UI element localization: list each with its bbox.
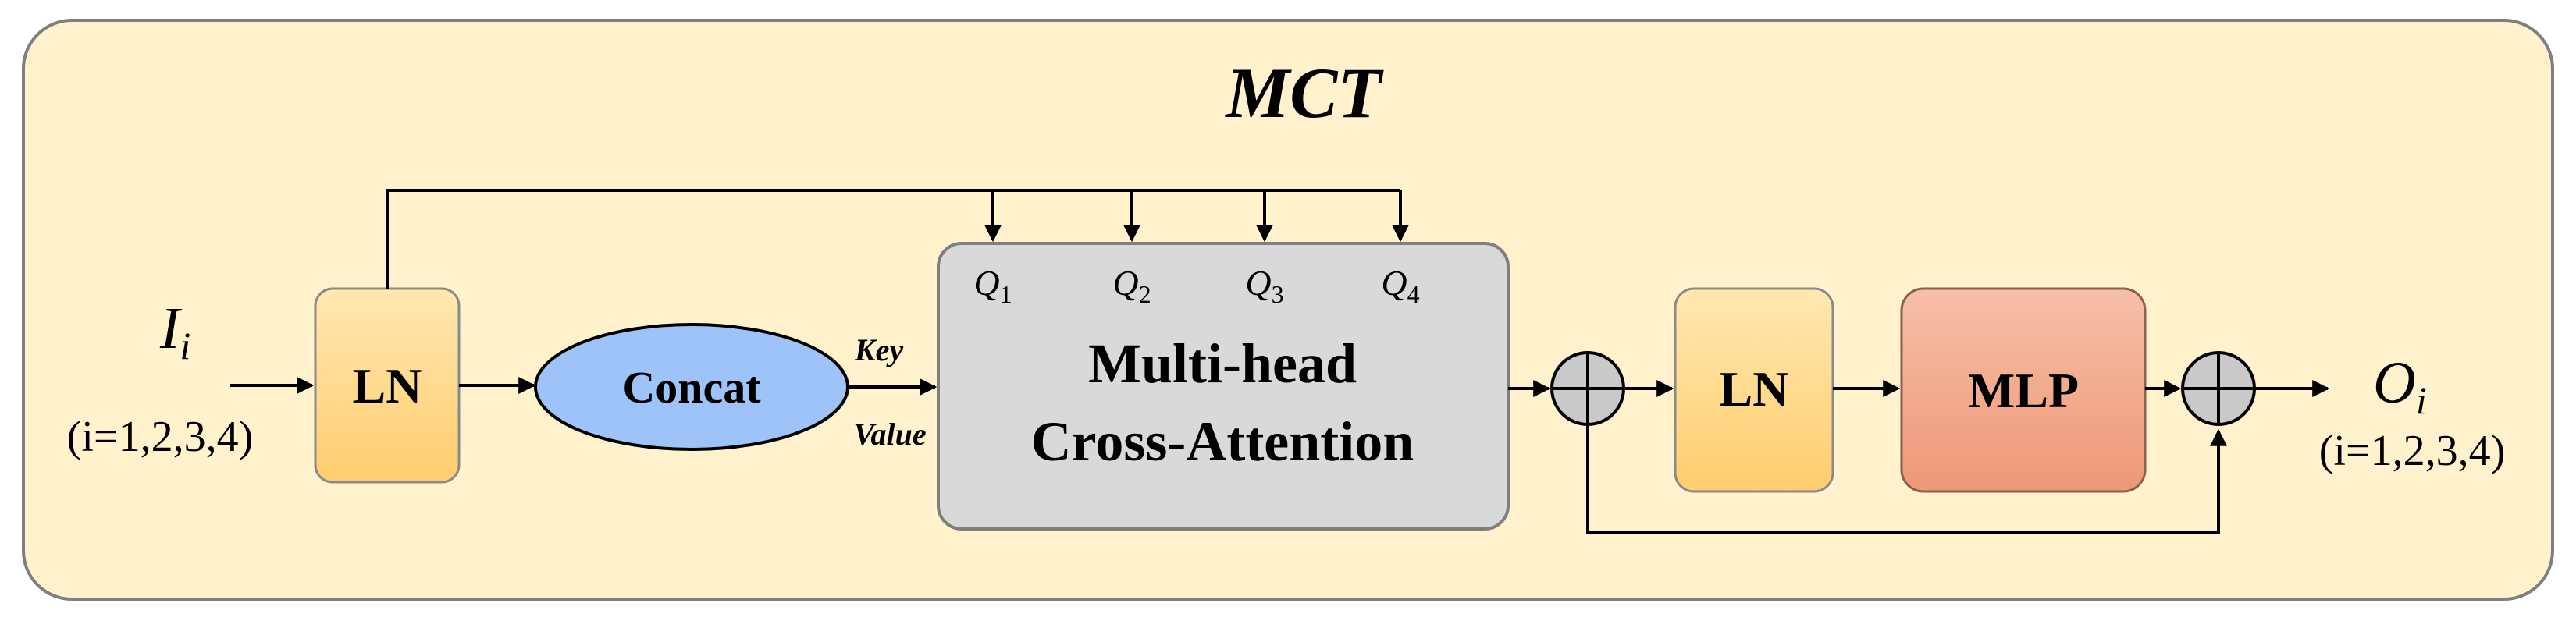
mlp-block: MLP <box>1900 287 2147 493</box>
q4-label: Q4 <box>1381 263 1419 308</box>
concat-block: Concat <box>534 323 849 451</box>
ln-block-2: LN <box>1674 287 1834 493</box>
value-label: Value <box>853 417 926 452</box>
adder-1-icon <box>1550 351 1625 426</box>
adder-2-icon <box>2181 351 2256 426</box>
input-symbol: Ii <box>159 296 190 367</box>
ln-block-1-label: LN <box>353 358 422 413</box>
mha-block: Q1 Q2 Q3 Q4 Multi-head Cross-Attention <box>937 242 1510 531</box>
mha-label-line1: Multi-head <box>1088 332 1357 395</box>
ln-block-2-label: LN <box>1720 361 1789 417</box>
q3-label: Q3 <box>1245 263 1283 308</box>
output-symbol: Oi <box>2373 350 2427 422</box>
query-bus-line <box>386 189 1400 289</box>
mlp-label: MLP <box>1968 363 2079 418</box>
q1-label: Q1 <box>973 263 1012 308</box>
key-label: Key <box>854 332 903 367</box>
residual-skip-line <box>1586 424 2227 534</box>
input-range: (i=1,2,3,4) <box>67 413 253 461</box>
output-range: (i=1,2,3,4) <box>2319 427 2505 475</box>
concat-label: Concat <box>622 362 761 413</box>
q2-label: Q2 <box>1112 263 1151 308</box>
ln-block-1: LN <box>314 287 461 484</box>
mha-label-line2: Cross-Attention <box>1031 410 1414 473</box>
diagram-title: MCT <box>1224 53 1384 133</box>
